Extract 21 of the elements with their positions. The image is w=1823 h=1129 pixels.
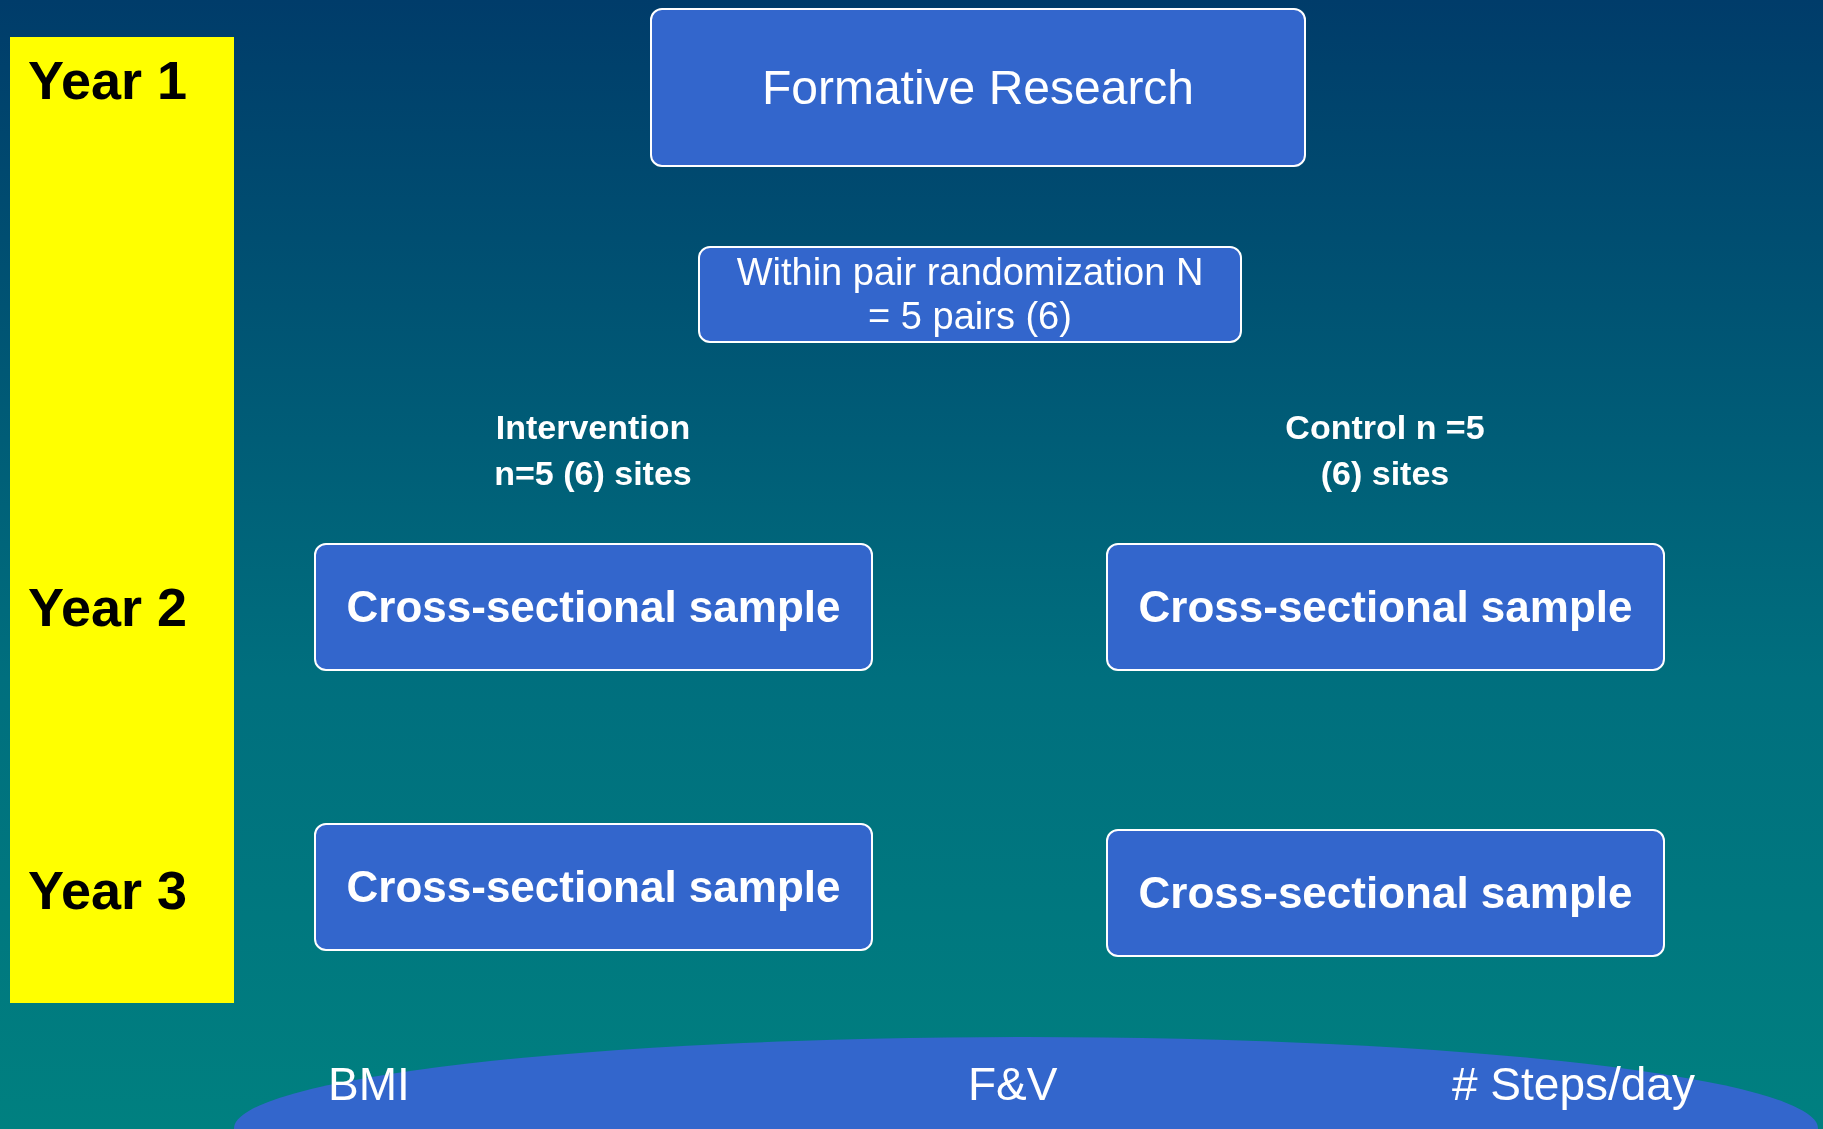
year-band xyxy=(10,37,234,1003)
process-box xyxy=(314,823,873,951)
group-label: Control n =5 (6) sites xyxy=(1284,407,1486,494)
group-label: Intervention n=5 (6) sites xyxy=(493,407,693,494)
process-box xyxy=(314,543,873,671)
box-label: Cross-sectional sample xyxy=(1138,581,1633,633)
box-label: Cross-sectional sample xyxy=(346,861,841,913)
box-label: Within pair randomization N = 5 pairs (6) xyxy=(735,250,1205,339)
box-label: Cross-sectional sample xyxy=(1138,867,1633,919)
process-box xyxy=(698,246,1242,343)
process-box xyxy=(650,8,1306,167)
box-label: Cross-sectional sample xyxy=(346,581,841,633)
measure-label: F&V xyxy=(968,1057,1058,1111)
process-box xyxy=(1106,829,1665,957)
process-box xyxy=(1106,543,1665,671)
measure-label: # Steps/day xyxy=(1452,1057,1695,1111)
box-label: Formative Research xyxy=(761,59,1195,116)
measure-label: BMI xyxy=(328,1057,410,1111)
year-label: Year 1 xyxy=(28,52,188,108)
year-label: Year 3 xyxy=(28,862,188,918)
year-label: Year 2 xyxy=(28,579,188,635)
